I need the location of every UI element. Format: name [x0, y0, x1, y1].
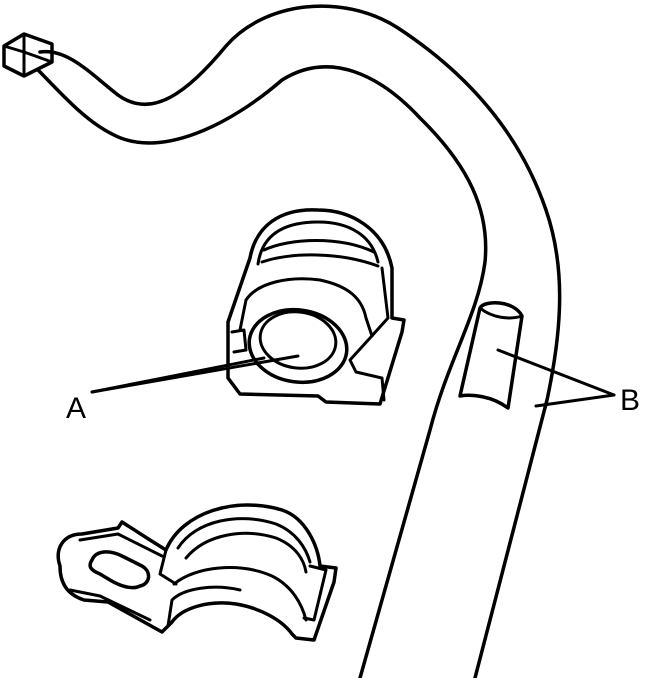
- upper-bushing-flange: [238, 277, 374, 338]
- upper-bushing-rib-3: [260, 253, 380, 268]
- callout-a-leader-2: [90, 354, 300, 394]
- callout-b-leader-2: [534, 393, 616, 408]
- bushing-bracket-ear-edge: [68, 532, 164, 622]
- upper-bushing-bore-outer: [247, 307, 349, 385]
- bushing-bracket-rib-2: [184, 531, 308, 574]
- alignment-mark-b: [458, 301, 524, 410]
- alignment-mark-top-edge: [478, 306, 524, 320]
- upper-bushing-rib-2: [262, 239, 376, 254]
- upper-bushing-rib-1: [256, 220, 380, 266]
- upper-bushing-body: [226, 208, 406, 406]
- alignment-mark-outline: [458, 301, 524, 410]
- upper-bushing-bore-inner: [258, 310, 338, 370]
- bushing-bracket: [56, 503, 338, 642]
- callout-b-leader-1: [496, 348, 616, 397]
- bushing-bracket-inner-edge: [158, 548, 242, 628]
- stabilizer-bar: [2, 4, 562, 678]
- bushing-bracket-rib-1: [176, 517, 312, 564]
- callout-b-label: B: [620, 384, 640, 417]
- upper-bushing: [226, 208, 406, 406]
- callout-b: B: [496, 348, 640, 417]
- bushing-bracket-slot: [88, 550, 151, 590]
- stabilizer-bar-cut-end-edge: [2, 32, 54, 78]
- bushing-bracket-flange-edge: [302, 564, 328, 622]
- stabilizer-bar-inner-edge: [36, 65, 488, 678]
- upper-bushing-side-groove: [348, 266, 390, 402]
- callout-a-label: A: [66, 392, 86, 425]
- bushing-bracket-rib-3: [172, 566, 308, 622]
- stabilizer-bar-outer-edge: [38, 4, 562, 678]
- upper-bushing-notch: [230, 328, 248, 354]
- callout-a: A: [66, 354, 300, 425]
